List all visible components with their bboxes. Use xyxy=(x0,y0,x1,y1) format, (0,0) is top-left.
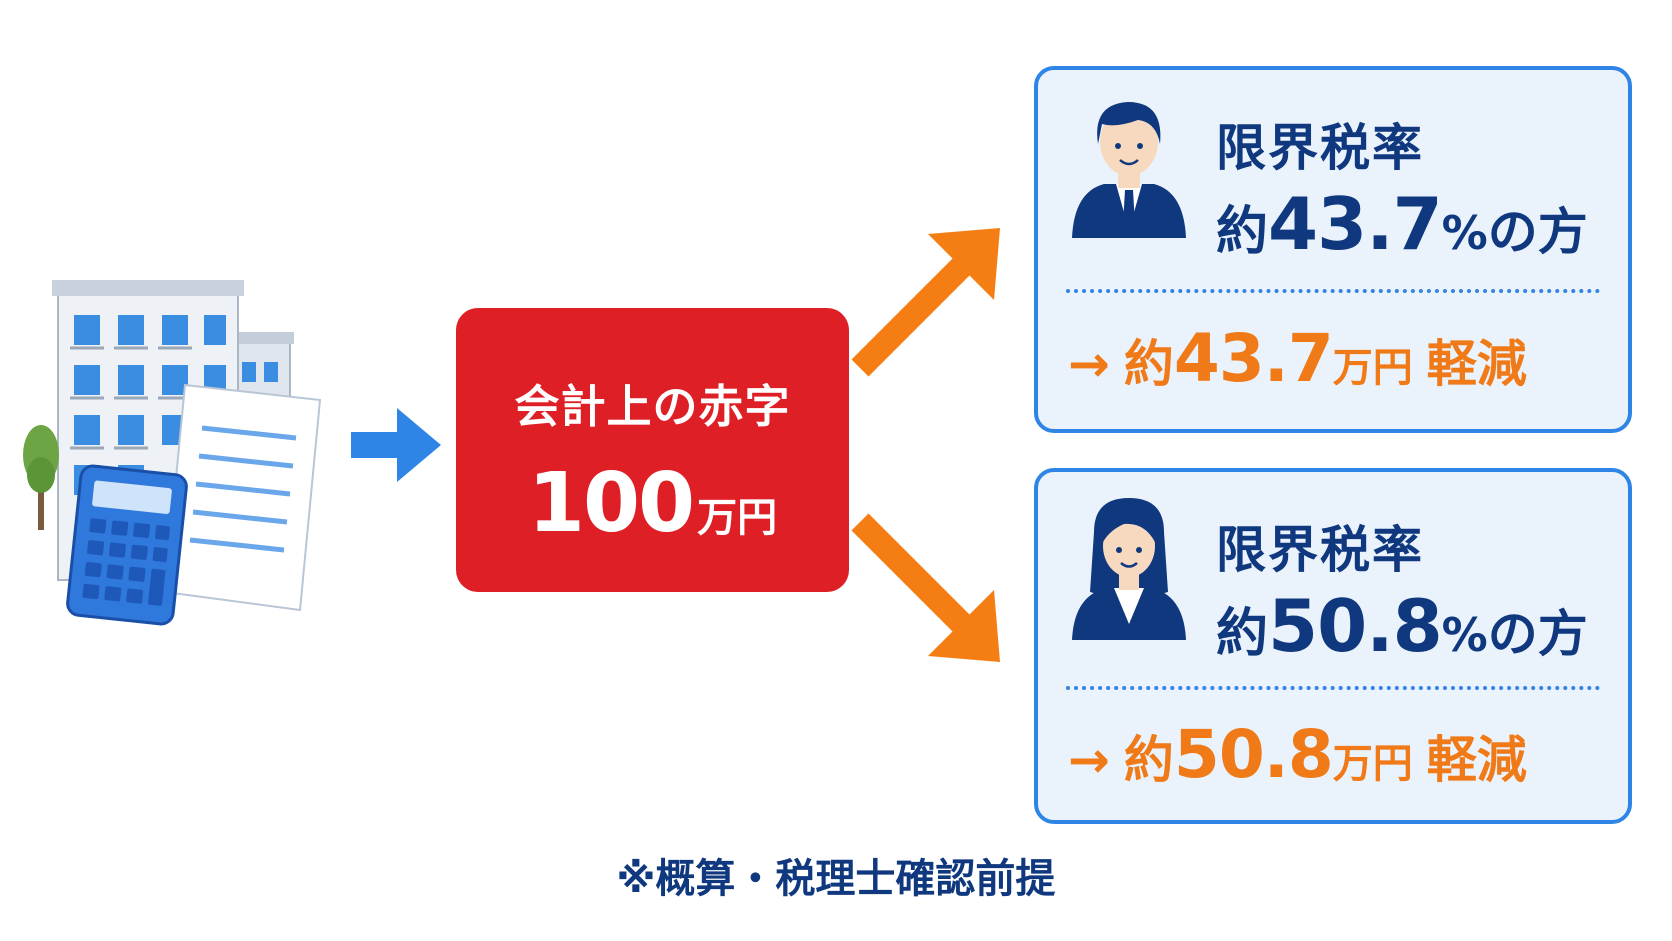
loss-amount-unit: 万円 xyxy=(697,495,778,541)
case-2-reduction-number: 50.8 xyxy=(1173,716,1334,793)
case-2-rate-prefix: 約 xyxy=(1216,604,1269,664)
branch-arrows xyxy=(851,228,1000,662)
businessman-icon xyxy=(1072,102,1186,238)
case-1-rate: 約43.7%の方 xyxy=(1216,182,1588,266)
dotted-divider xyxy=(1066,289,1600,293)
case-1-reduction-arrow: → xyxy=(1068,335,1110,393)
case-card-2: 限界税率 約50.8%の方 →約50.8万円軽減 xyxy=(1034,468,1632,824)
case-1-reduction-unit: 万円 xyxy=(1332,345,1413,391)
case-1-rate-suffix: の方 xyxy=(1487,203,1588,261)
case-2-reduction-unit: 万円 xyxy=(1332,741,1413,787)
case-2-reduction-label: 軽減 xyxy=(1426,731,1527,789)
down-right-arrow-icon xyxy=(851,513,1000,662)
case-2-reduction-arrow: → xyxy=(1068,731,1110,789)
case-1-reduction-label: 軽減 xyxy=(1426,335,1527,393)
tree-icon xyxy=(23,425,59,530)
case-1-reduction-number: 43.7 xyxy=(1173,320,1334,397)
case-2-rate-percent: % xyxy=(1441,608,1488,662)
case-card-1: 限界税率 約43.7%の方 →約43.7万円軽減 xyxy=(1034,66,1632,433)
footnote: ※概算・税理士確認前提 xyxy=(616,856,1056,902)
case-1-reduction: →約43.7万円軽減 xyxy=(1068,320,1527,397)
up-right-arrow-icon xyxy=(851,228,1000,377)
case-1-rate-percent: % xyxy=(1441,206,1488,260)
businesswoman-icon xyxy=(1072,498,1186,640)
building-document-calculator-illustration xyxy=(23,280,322,626)
case-2-title: 限界税率 xyxy=(1216,521,1424,579)
document-icon xyxy=(163,383,322,612)
case-2-reduction-prefix: 約 xyxy=(1123,731,1174,789)
case-1-rate-number: 43.7 xyxy=(1268,182,1443,266)
dotted-divider xyxy=(1066,686,1600,690)
loss-amount-number: 100 xyxy=(527,456,695,551)
case-2-reduction: →約50.8万円軽減 xyxy=(1068,716,1527,793)
case-1-title: 限界税率 xyxy=(1216,119,1424,177)
case-2-rate-number: 50.8 xyxy=(1268,584,1443,668)
calculator-icon xyxy=(66,464,188,626)
case-2-rate: 約50.8%の方 xyxy=(1216,584,1588,668)
case-1-rate-prefix: 約 xyxy=(1216,202,1269,262)
case-2-rate-suffix: の方 xyxy=(1487,605,1588,663)
loss-label: 会計上の赤字 xyxy=(514,380,791,433)
case-1-reduction-prefix: 約 xyxy=(1123,335,1174,393)
right-arrow-icon xyxy=(351,408,441,482)
